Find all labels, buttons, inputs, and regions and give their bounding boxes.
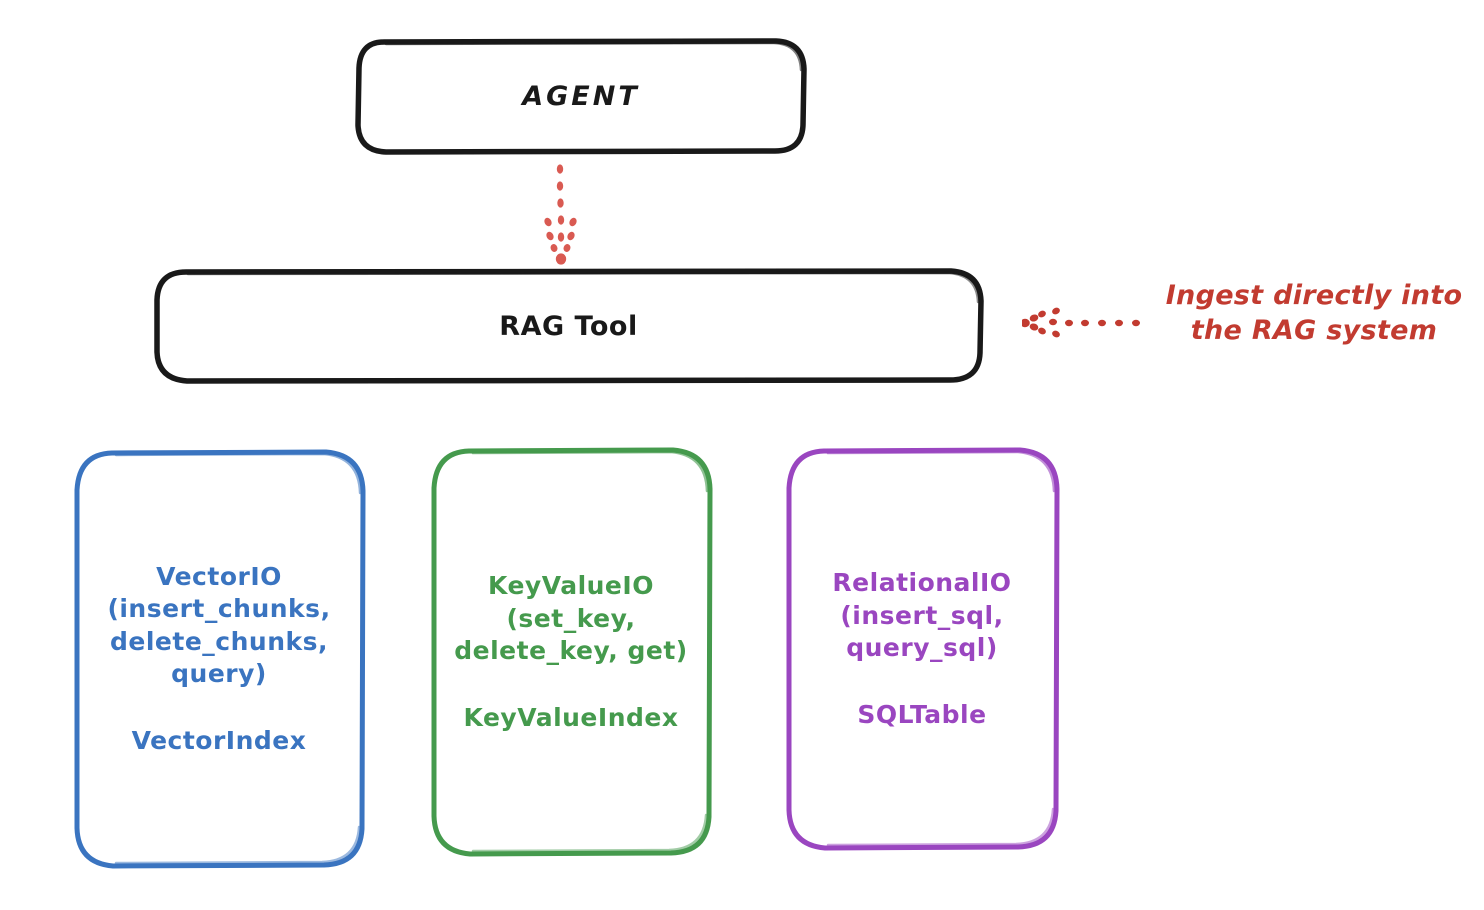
- vector-io-line-2: (insert_chunks,: [107, 594, 331, 624]
- annotation-ingest-directly: Ingest directly into the RAG system: [1022, 278, 1484, 374]
- relational-io-line-1: RelationalIO: [832, 568, 1012, 597]
- key-value-io-line-1: KeyValueIO: [488, 571, 654, 600]
- connector-ingest-pointer: [1022, 307, 1140, 338]
- key-value-io-line-2: (set_key,: [506, 603, 636, 633]
- node-rag-tool[interactable]: RAG Tool: [154, 268, 984, 384]
- relational-io-line-3: query_sql): [846, 633, 998, 662]
- node-agent[interactable]: AGENT: [355, 38, 807, 155]
- relational-io-primary-label: RelationalIO (insert_sql, query_sql): [790, 567, 1054, 665]
- vector-io-line-4: query): [171, 659, 267, 689]
- relational-io-line-2: (insert_sql,: [840, 600, 1004, 630]
- node-relational-io[interactable]: RelationalIO (insert_sql, query_sql) SQL…: [784, 447, 1060, 851]
- vector-index-label: VectorIndex: [131, 725, 307, 755]
- ingest-annotation-text: Ingest directly into the RAG system: [1146, 278, 1482, 348]
- key-value-io-primary-label: KeyValueIO (set_key, delete_key, get): [435, 570, 707, 668]
- node-vector-io[interactable]: VectorIO (insert_chunks, delete_chunks, …: [72, 449, 366, 869]
- node-key-value-io[interactable]: KeyValueIO (set_key, delete_key, get) Ke…: [429, 447, 713, 857]
- ingest-annotation-line-2: the RAG system: [1190, 315, 1438, 347]
- vector-io-line-3: delete_chunks,: [110, 626, 328, 656]
- vector-io-line-1: VectorIO: [156, 561, 282, 591]
- ingest-annotation-line-1: Ingest directly into: [1165, 280, 1463, 311]
- rag-tool-label: RAG Tool: [499, 310, 638, 342]
- connector-agent-to-rag-tool: [544, 164, 577, 265]
- agent-label: AGENT: [522, 81, 640, 112]
- vector-io-primary-label: VectorIO (insert_chunks, delete_chunks, …: [78, 561, 360, 691]
- sql-table-label: SQLTable: [857, 699, 987, 729]
- key-value-io-line-3: delete_key, get): [454, 636, 688, 665]
- key-value-index-label: KeyValueIndex: [463, 702, 679, 732]
